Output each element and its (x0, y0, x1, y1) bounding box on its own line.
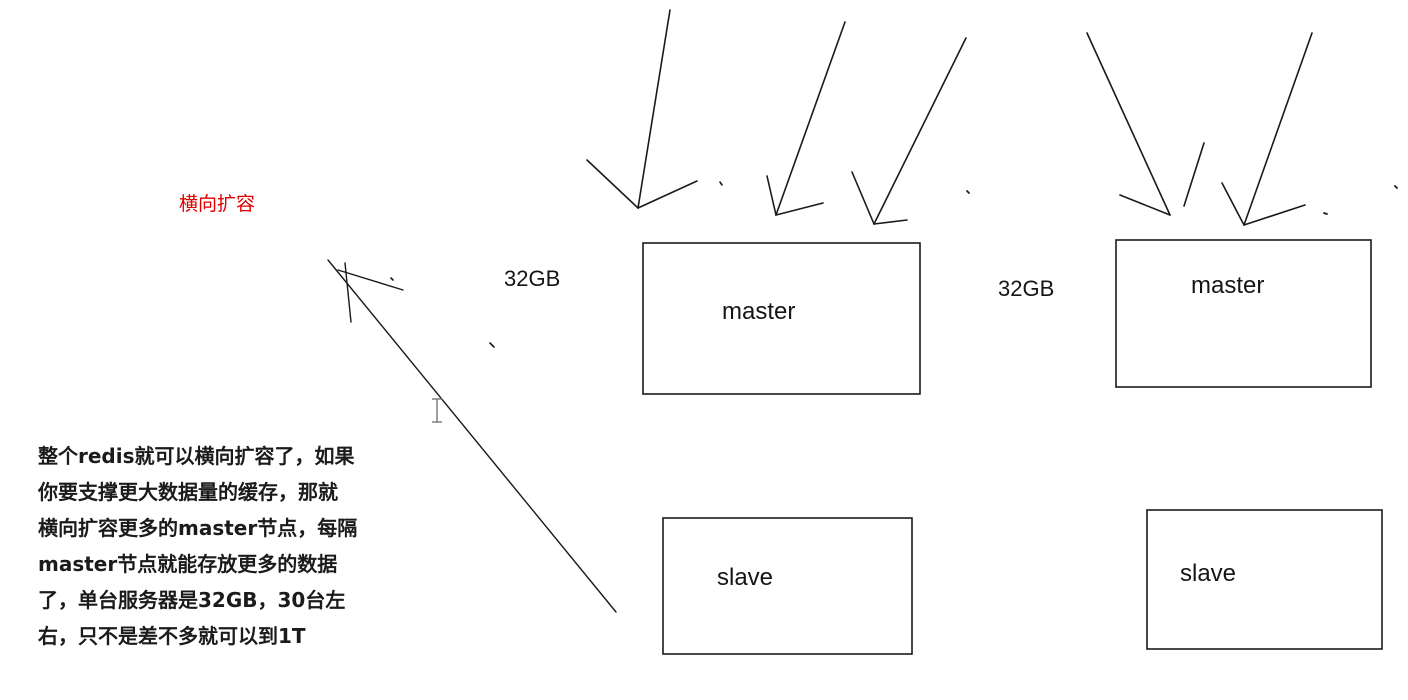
note-line: master节点就能存放更多的数据 (38, 552, 338, 576)
note-line: 横向扩容更多的master节点，每隔 (38, 516, 358, 540)
arrow-into-master-2-b (1221, 32, 1313, 226)
page-title: 横向扩容 (179, 193, 256, 215)
stray-mark (489, 342, 495, 348)
text-cursor-icon (432, 398, 442, 423)
arrow-into-master-2-a (1086, 32, 1205, 216)
note-line: 整个redis就可以横向扩容了，如果 (38, 444, 355, 468)
note-line: 你要支撑更大数据量的缓存，那就 (38, 480, 338, 504)
stray-mark (966, 190, 970, 194)
master-label-2: master (1191, 272, 1265, 299)
note-line: 了，单台服务器是32GB，30台左 (38, 588, 346, 612)
arrow-into-master-1-c (851, 37, 967, 225)
stray-mark (719, 181, 723, 186)
master-label-1: master (722, 298, 796, 325)
arrow-to-title (327, 259, 617, 613)
arrow-into-master-1-b (766, 21, 846, 216)
master-box-1 (642, 242, 921, 395)
slave-label-2: slave (1180, 560, 1237, 587)
slave-box-1 (662, 517, 913, 655)
note-line: 右，只不是差不多就可以到1T (38, 624, 306, 648)
stray-mark (1394, 185, 1398, 189)
capacity-label-2: 32GB (998, 276, 1055, 301)
explanation-note: 整个redis就可以横向扩容了，如果 你要支撑更大数据量的缓存，那就 横向扩容更… (38, 438, 430, 654)
slave-label-1: slave (717, 564, 774, 591)
arrow-into-master-1-a (586, 9, 698, 209)
stray-mark (1323, 212, 1328, 215)
master-box-2 (1115, 239, 1372, 388)
capacity-label-1: 32GB (504, 266, 561, 291)
slave-box-2 (1146, 509, 1383, 650)
stray-mark (390, 277, 394, 281)
